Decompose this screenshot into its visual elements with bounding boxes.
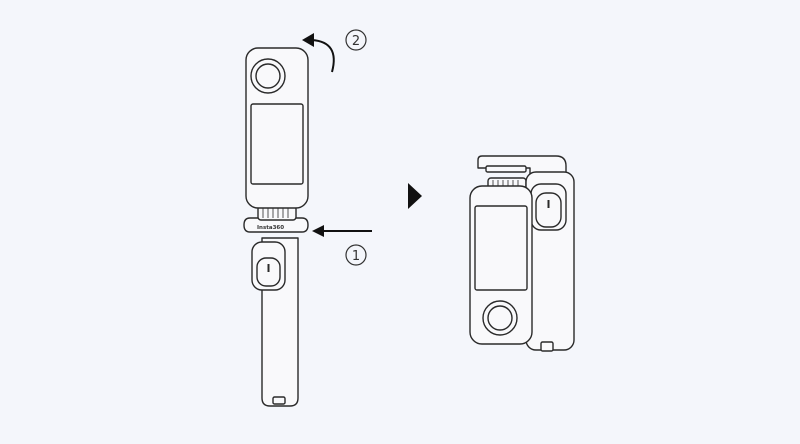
stick-end-cap <box>272 396 286 405</box>
step-2-annotation: 2 <box>302 29 367 73</box>
left-assembly: Insta360 <box>243 47 309 407</box>
clamp-ring <box>243 217 309 233</box>
step-1-circle <box>345 244 367 266</box>
knob-ridges <box>262 208 289 218</box>
step-1-number: 1 <box>352 249 360 264</box>
step-2-number: 2 <box>352 34 360 49</box>
curved-arrow-icon <box>311 39 335 73</box>
folded-clamp-label-strip <box>485 165 527 173</box>
clamp-brand-label: Insta360 <box>257 225 284 231</box>
play-triangle-icon <box>408 183 422 209</box>
step-2-circle <box>345 29 367 51</box>
folded-camera-screen <box>474 205 528 291</box>
arrow-left-icon-head <box>312 225 324 237</box>
folded-stick-button <box>535 192 562 228</box>
step-1-annotation: 1 <box>312 225 372 266</box>
folded-stick-end-cap <box>540 341 554 352</box>
curved-arrow-icon-head <box>302 33 314 47</box>
camera-screen <box>250 103 304 185</box>
folded-lens-inner <box>487 305 513 331</box>
camera-lens-inner <box>255 63 281 89</box>
right-assembly <box>469 155 575 352</box>
